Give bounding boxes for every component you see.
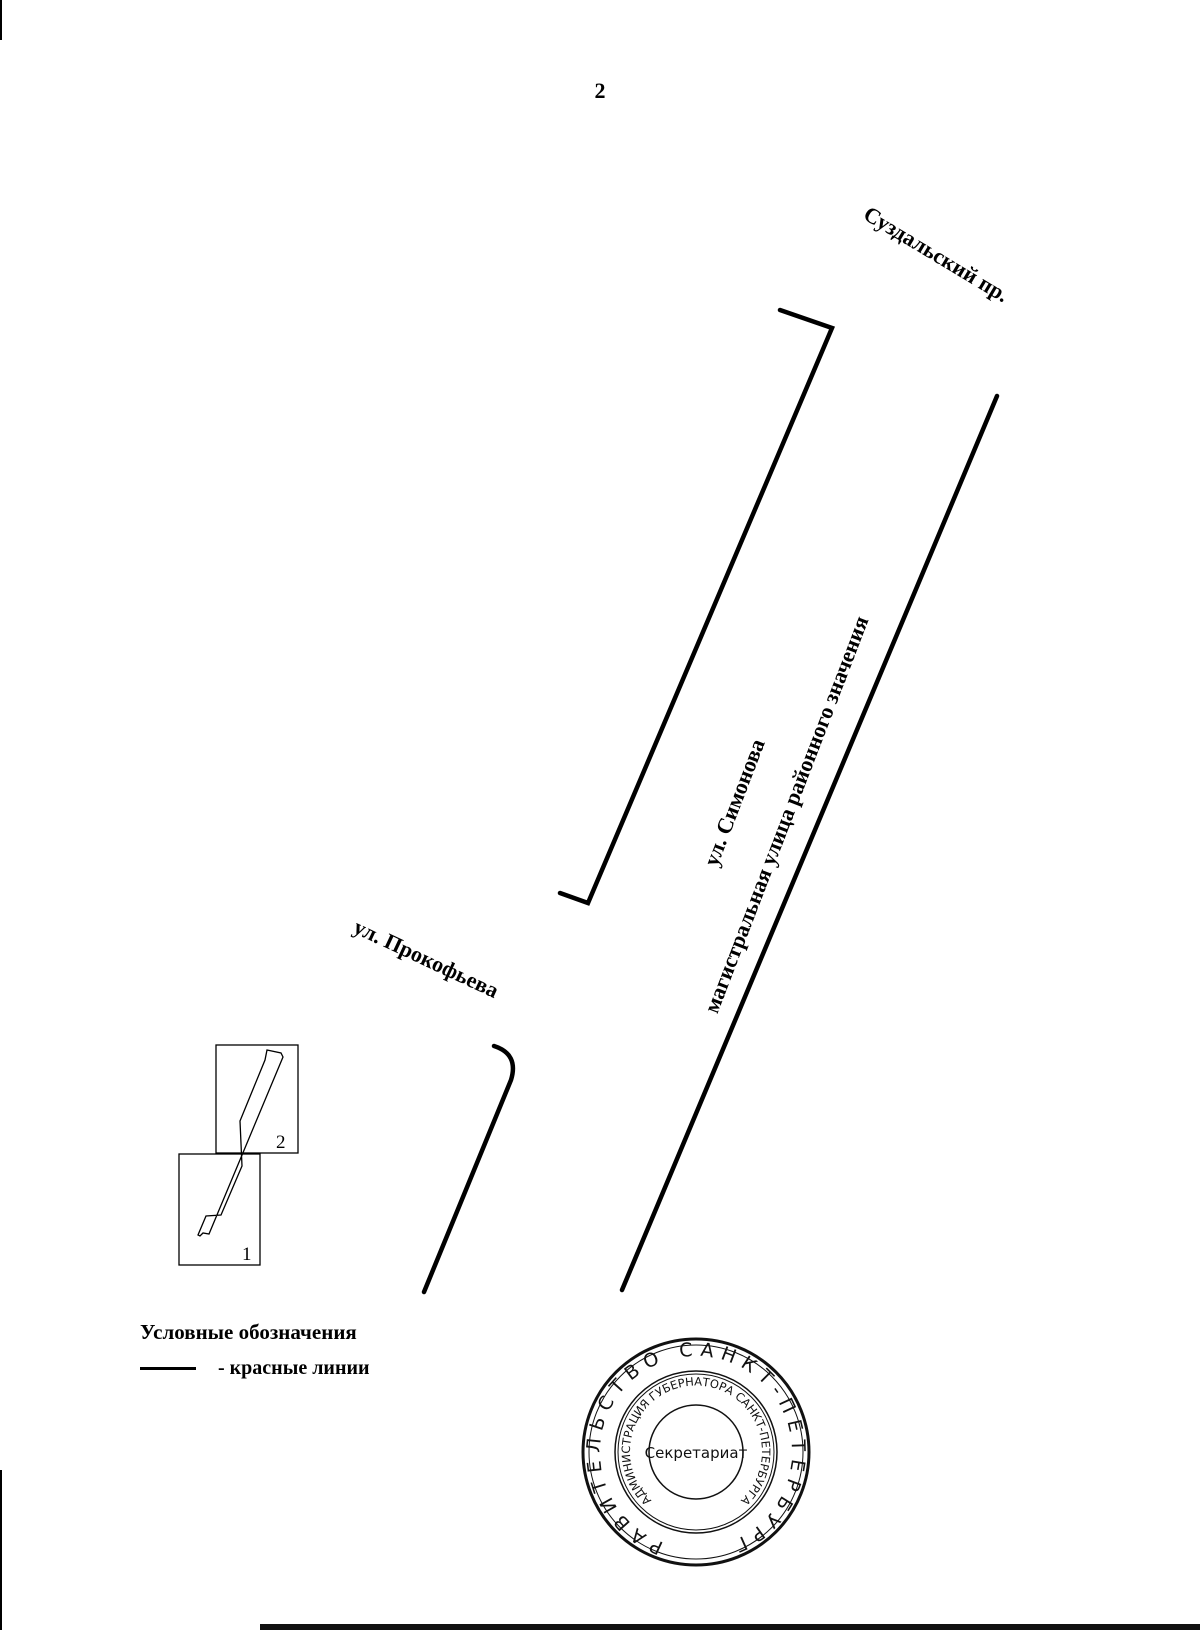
sheet-frame-1 (178, 1153, 261, 1266)
red-line-upper-left (557, 307, 836, 906)
red-line-lower-left (421, 1043, 516, 1295)
street-label-suzdalsky: Суздальский пр. (859, 201, 1013, 307)
scan-edge-mark (0, 0, 2, 40)
legend-item-red-lines: - красные линии (140, 1357, 370, 1380)
sheet-number-1: 1 (242, 1244, 252, 1265)
red-line-right (619, 393, 1000, 1293)
stamp-inner-text: АДМИНИСТРАЦИЯ ГУБЕРНАТОРА САНКТ-ПЕТЕРБУР… (619, 1374, 773, 1508)
sheet-frame-2 (215, 1044, 299, 1154)
stamp-center-text: Секретариат (645, 1444, 748, 1462)
scan-bottom-edge (260, 1624, 1200, 1630)
svg-text:АДМИНИСТРАЦИЯ ГУБЕРНАТОРА САНК: АДМИНИСТРАЦИЯ ГУБЕРНАТОРА САНКТ-ПЕТЕРБУР… (619, 1374, 773, 1508)
street-label-prokofieva: ул. Прокофьева (350, 914, 503, 1003)
legend-line-symbol (140, 1367, 196, 1370)
sheet-index-inset (178, 1044, 299, 1266)
site-outline (197, 1049, 284, 1237)
official-stamp: ПРАВИТЕЛЬСТВО САНКТ-ПЕТЕРБУРГА АДМИНИСТР… (581, 1337, 811, 1567)
sheet-number-2: 2 (276, 1132, 286, 1153)
legend-title: Условные обозначения (140, 1320, 357, 1344)
scan-edge-mark (0, 1470, 2, 1630)
legend-red-lines-label: - красные линии (218, 1357, 370, 1379)
page-number: 2 (594, 78, 606, 103)
legend: Условные обозначения - красные линии (140, 1320, 370, 1380)
